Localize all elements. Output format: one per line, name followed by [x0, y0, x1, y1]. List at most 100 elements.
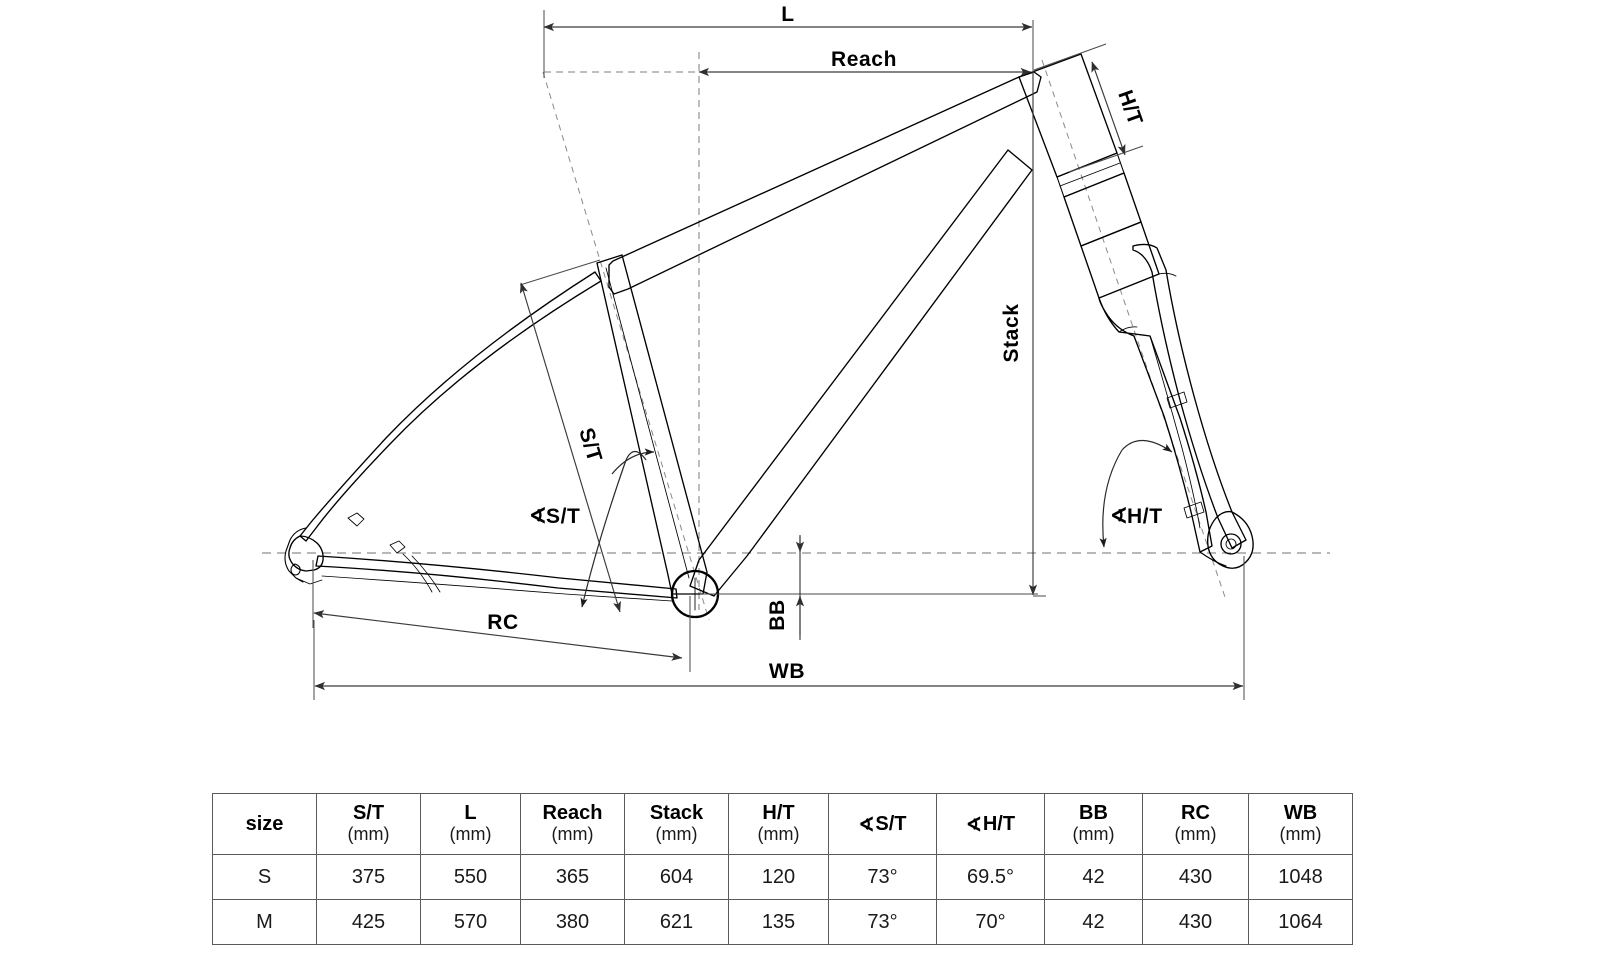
geometry-table: size S/T (mm) L (mm) Reach (mm) — [212, 793, 1353, 945]
rear-dropout — [288, 535, 324, 572]
cell-rc: 430 — [1142, 899, 1249, 945]
cell-stack: 621 — [624, 899, 729, 945]
cell-wb: 1064 — [1248, 899, 1353, 945]
fork-far-leg — [1132, 243, 1247, 549]
cell-ang-ht: 69.5° — [936, 854, 1045, 900]
cell-bb: 42 — [1044, 854, 1143, 900]
label-stack: Stack — [1000, 303, 1023, 362]
cell-l: 570 — [420, 899, 521, 945]
col-header-ht-unit: (mm) — [757, 824, 800, 845]
geometry-table-wrapper: size S/T (mm) L (mm) Reach (mm) — [212, 793, 1353, 945]
ht-ext-top — [1033, 43, 1107, 71]
table-row: S 375 550 365 604 120 73° 69.5° 42 430 1… — [212, 854, 1353, 900]
col-header-stack-unit: (mm) — [655, 824, 698, 845]
col-header-reach-label: Reach — [542, 802, 603, 825]
fork-stanchion — [1080, 221, 1160, 299]
dimension-l: L — [543, 3, 1033, 78]
label-angle-st: S/T — [546, 505, 580, 528]
col-header-wb-label: WB — [1283, 802, 1318, 825]
dimension-angle-ht: ∢ H/T — [1099, 439, 1173, 548]
label-l: L — [781, 3, 794, 26]
seat-tube-axis — [542, 71, 710, 621]
cell-reach: 365 — [520, 854, 625, 900]
down-tube — [689, 149, 1033, 597]
label-bb: BB — [766, 599, 789, 631]
chainstay-fitting — [389, 540, 406, 554]
angle-symbol-icon-2: ∢ — [965, 814, 982, 836]
cell-st: 425 — [316, 899, 421, 945]
chain-stay-lower-edge — [321, 575, 673, 602]
dimension-stack: Stack — [1000, 70, 1046, 597]
table-header-row: size S/T (mm) L (mm) Reach (mm) — [212, 793, 1353, 855]
top-tube — [608, 71, 1042, 295]
table-row: M 425 570 380 621 135 73° 70° 42 430 106… — [212, 899, 1353, 945]
head-tube-bearing-line — [1059, 162, 1121, 187]
col-header-reach-unit: (mm) — [551, 824, 594, 845]
cell-l: 550 — [420, 854, 521, 900]
ht-ext-bottom — [1068, 145, 1144, 173]
front-axle-inner — [1225, 538, 1237, 550]
col-header-st-label: S/T — [352, 802, 385, 825]
dimension-bb: BB — [700, 535, 1038, 640]
col-header-ht: H/T (mm) — [728, 793, 829, 855]
cell-ht: 120 — [728, 854, 829, 900]
label-ht-length: H/T — [1113, 87, 1147, 128]
col-header-l-unit: (mm) — [449, 824, 492, 845]
fork-brake-tab-lower — [1183, 501, 1205, 519]
rear-brake-mount — [295, 577, 323, 585]
col-header-angle-st-group: ∢S/T — [829, 812, 936, 836]
st-dim-line — [519, 282, 621, 613]
st-ext-top — [519, 259, 601, 286]
cell-ang-st: 73° — [828, 854, 937, 900]
col-header-st: S/T (mm) — [316, 793, 421, 855]
seat-tube-inner-line — [605, 267, 690, 579]
col-header-size-label: size — [245, 812, 284, 835]
fork-lower-leg — [1098, 297, 1213, 553]
cell-wb: 1048 — [1248, 854, 1353, 900]
cell-size: M — [212, 899, 317, 945]
rear-brake-bridge — [402, 553, 433, 593]
col-header-ht-label: H/T — [762, 802, 795, 825]
label-angle-st-symbol: ∢ — [529, 505, 547, 528]
col-header-stack-label: Stack — [649, 802, 704, 825]
cell-rc: 430 — [1142, 854, 1249, 900]
cell-ht: 135 — [728, 899, 829, 945]
label-rc: RC — [487, 611, 519, 634]
fork-brace — [1158, 272, 1177, 277]
centerlines-group — [262, 20, 1330, 621]
fork-crown-detail — [1118, 326, 1138, 333]
dimension-angle-st: ∢ S/T — [529, 448, 655, 608]
col-header-rc: RC (mm) — [1142, 793, 1249, 855]
dimension-reach: Reach — [544, 48, 1032, 77]
cell-ang-st: 73° — [828, 899, 937, 945]
col-header-angle-ht-label: H/T — [982, 812, 1016, 835]
col-header-wb-unit: (mm) — [1279, 824, 1322, 845]
ht-dim-line — [1091, 61, 1126, 156]
fork-leg-inner-line — [1149, 335, 1201, 529]
front-dropout-tail — [1199, 551, 1227, 567]
col-header-bb-unit: (mm) — [1072, 824, 1115, 845]
angle-st-arc-joint — [625, 450, 647, 461]
angle-ht-arc-lower — [1099, 449, 1123, 548]
cell-st: 375 — [316, 854, 421, 900]
label-wb: WB — [769, 660, 805, 683]
angle-st-arc-lower — [580, 459, 627, 608]
col-header-reach: Reach (mm) — [520, 793, 625, 855]
frame-geometry-diagram: L Reach H/T Stack S/T — [262, 3, 1330, 700]
chain-stay — [315, 555, 678, 599]
label-angle-ht-symbol: ∢ — [1110, 505, 1128, 528]
seatstay-fitting-upper — [347, 512, 365, 527]
rc-dim-line — [313, 610, 683, 661]
angle-symbol-icon: ∢ — [858, 814, 875, 836]
label-angle-ht: H/T — [1127, 505, 1163, 528]
col-header-l-label: L — [464, 802, 477, 825]
rear-axle-slot — [290, 563, 301, 576]
col-header-angle-ht-group: ∢H/T — [937, 812, 1044, 836]
fork-brake-tab-upper — [1166, 391, 1188, 409]
col-header-angle-st-label: S/T — [875, 812, 907, 835]
fork-steerer — [1063, 172, 1142, 247]
cell-bb: 42 — [1044, 899, 1143, 945]
col-header-size: size — [212, 793, 317, 855]
label-st-length: S/T — [574, 425, 606, 465]
col-header-st-unit: (mm) — [347, 824, 390, 845]
